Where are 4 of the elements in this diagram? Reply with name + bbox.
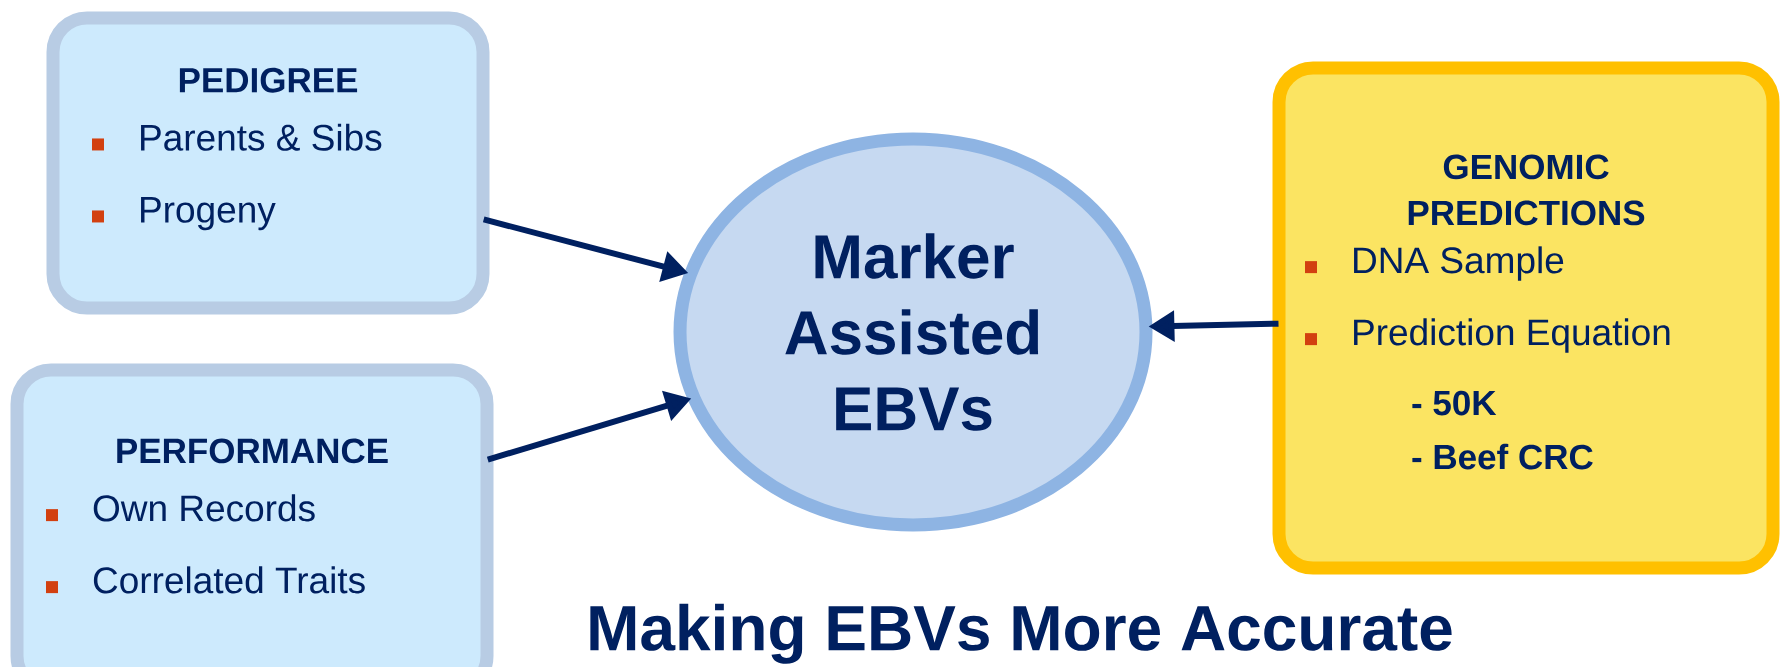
text-box: PEDIGREE Parents & Sibs Progeny [46, 11, 490, 315]
text-box: PERFORMANCE Own Records Correlated Traits [10, 363, 494, 667]
title: Making EBVs More Accurate [590, 603, 1452, 664]
text-box: GENOMIC PREDICTIONS DNA Sample Prediction Equation - 50K - Beef CRC [1272, 61, 1780, 575]
